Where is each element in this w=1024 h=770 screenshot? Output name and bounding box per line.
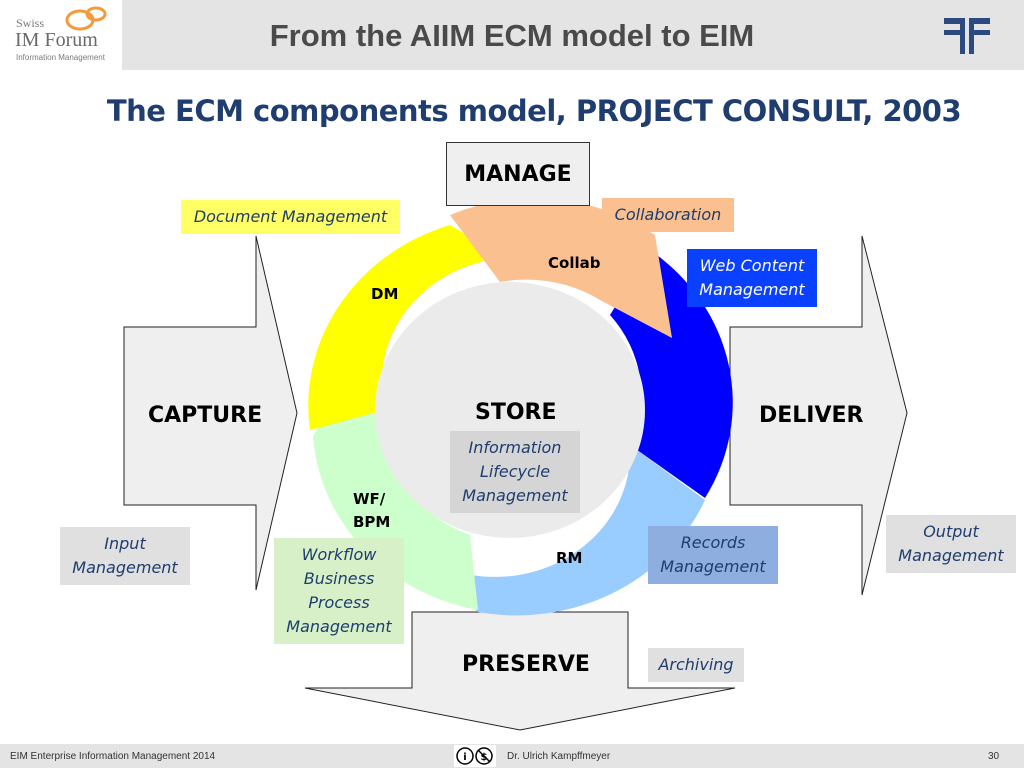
brand-mark-icon [944, 18, 990, 54]
slide-footer: EIM Enterprise Information Management 20… [0, 744, 1024, 768]
dm-segment [308, 225, 505, 430]
wf-label-line-2: BPM [353, 513, 391, 531]
store-label: STORE [475, 400, 557, 425]
preserve-arrow [304, 611, 736, 731]
dm-label: DM [371, 285, 399, 303]
slide-header: Swiss IM Forum Information Management Fr… [0, 0, 1024, 70]
deliver-label: DELIVER [759, 403, 864, 428]
deliver-arrow [729, 235, 908, 596]
preserve-label: PRESERVE [462, 652, 590, 677]
logo-line-2: IM Forum [15, 29, 98, 51]
svg-text:$: $ [481, 752, 488, 763]
input-management-callout: Input Management [60, 527, 190, 585]
creative-commons-icon: i $ [454, 745, 496, 767]
logo-line-1: Swiss [16, 16, 45, 30]
capture-arrow [123, 235, 298, 591]
swiss-im-forum-logo: Swiss IM Forum Information Management [0, 0, 122, 70]
workflow-bpm-callout: Workflow Business Process Management [274, 538, 404, 644]
wf-label-line-1: WF/ [353, 490, 386, 508]
archiving-callout: Archiving [648, 648, 744, 682]
model-subtitle: The ECM components model, PROJECT CONSUL… [106, 94, 962, 128]
slide-title: From the AIIM ECM model to EIM [269, 18, 755, 53]
wcm-label: WCM [658, 405, 695, 420]
manage-box: MANAGE [446, 142, 590, 206]
records-management-callout: Records Management [648, 526, 778, 584]
rm-segment [440, 445, 705, 616]
collab-label: Collab [548, 254, 601, 272]
footer-title: EIM Enterprise Information Management 20… [10, 751, 216, 762]
web-content-management-callout: Web Content Management [687, 249, 817, 307]
svg-text:i: i [463, 752, 466, 763]
logo-line-3: Information Management [16, 53, 105, 62]
logo-rings-icon [65, 6, 107, 31]
manage-label: MANAGE [464, 161, 572, 187]
page-number: 30 [988, 751, 1000, 762]
output-management-callout: Output Management [886, 515, 1016, 573]
rm-label: RM [556, 549, 583, 567]
ilm-callout: Information Lifecycle Management [450, 431, 580, 513]
wf-segment [313, 390, 478, 610]
collaboration-callout: Collaboration [602, 198, 734, 232]
collab-segment [450, 198, 672, 338]
capture-label: CAPTURE [148, 403, 263, 428]
document-management-callout: Document Management [181, 200, 400, 234]
footer-author: Dr. Ulrich Kampffmeyer [507, 751, 611, 762]
